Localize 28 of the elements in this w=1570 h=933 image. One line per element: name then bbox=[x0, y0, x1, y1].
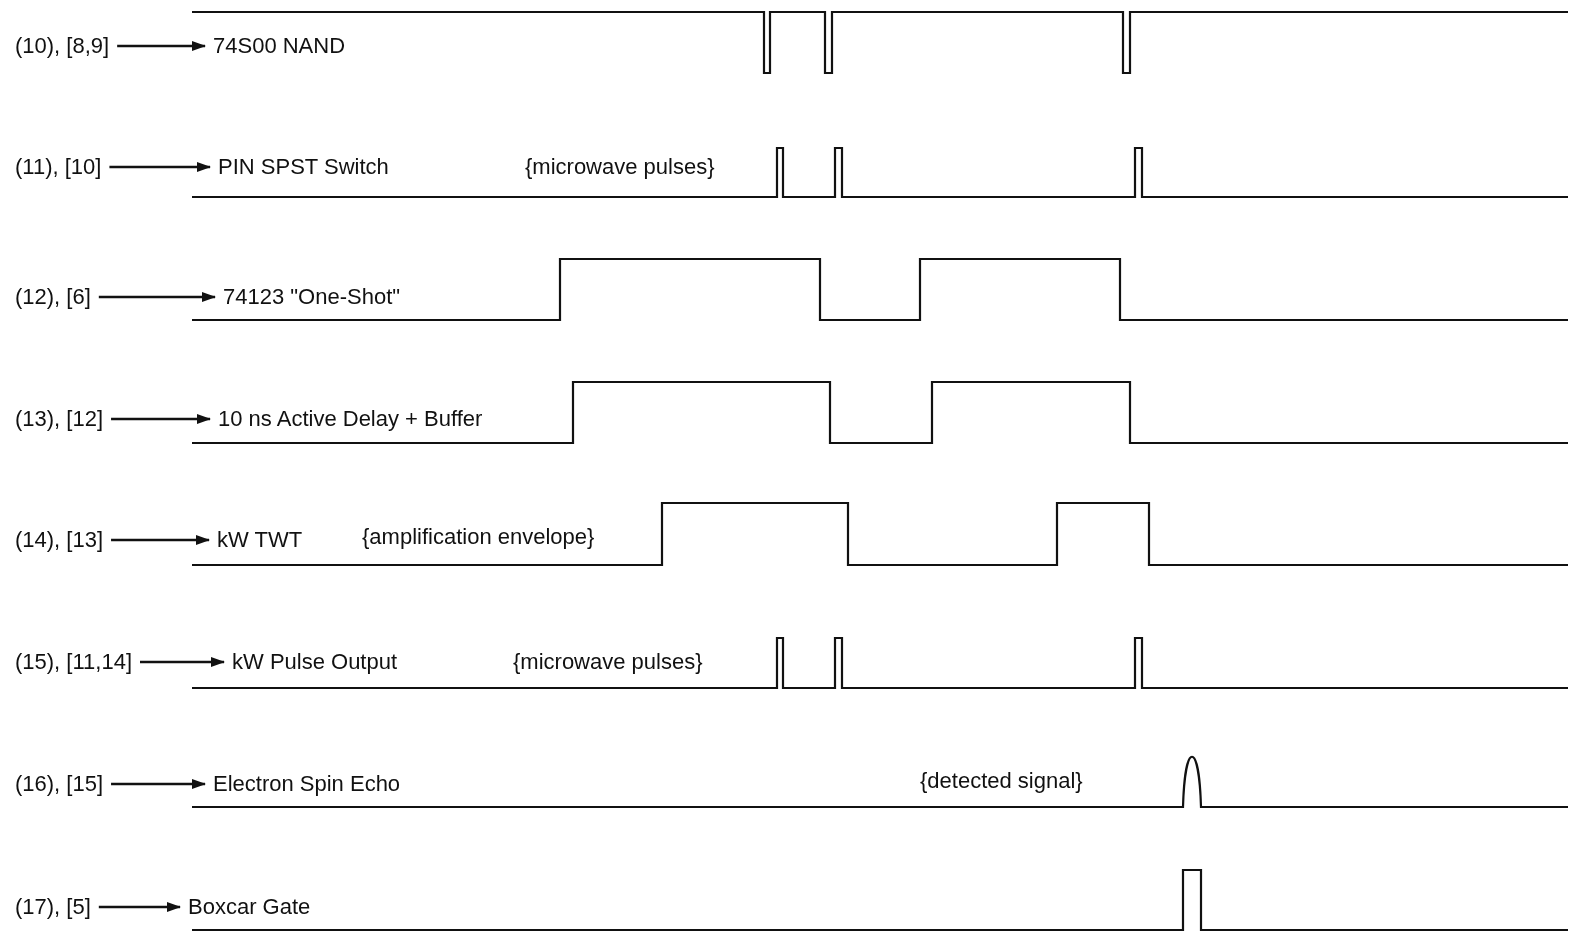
signal-name: 74123 "One-Shot" bbox=[223, 284, 401, 310]
arrow bbox=[111, 779, 206, 789]
signal-reference: (15), [11,14] bbox=[15, 649, 132, 675]
arrow bbox=[109, 162, 211, 172]
signal-name: 10 ns Active Delay + Buffer bbox=[218, 406, 483, 432]
signal-reference: (12), [6] bbox=[15, 284, 91, 310]
arrow bbox=[140, 657, 225, 667]
signal-name: PIN SPST Switch bbox=[218, 154, 389, 180]
arrow bbox=[98, 292, 216, 302]
arrow bbox=[111, 535, 210, 545]
signal-reference: (13), [12] bbox=[15, 406, 104, 432]
signal-name: kW TWT bbox=[217, 527, 303, 553]
signal-name: 74S00 NAND bbox=[213, 33, 346, 59]
annotation: {detected signal} bbox=[920, 768, 1083, 794]
signal-name: kW Pulse Output bbox=[232, 649, 398, 675]
arrow bbox=[117, 41, 206, 51]
arrow bbox=[98, 902, 181, 912]
signal-reference: (16), [15] bbox=[15, 771, 104, 797]
annotation: {amplification envelope} bbox=[362, 524, 595, 550]
signal-reference: (11), [10] bbox=[15, 154, 102, 180]
signal-reference: (10), [8,9] bbox=[15, 33, 110, 59]
signal-name: Electron Spin Echo bbox=[213, 771, 401, 797]
signal-reference: (17), [5] bbox=[15, 894, 91, 920]
arrow bbox=[111, 414, 211, 424]
signal-name: Boxcar Gate bbox=[188, 894, 311, 920]
signal-reference: (14), [13] bbox=[15, 527, 104, 553]
annotation: {microwave pulses} bbox=[525, 154, 715, 180]
annotation: {microwave pulses} bbox=[513, 649, 703, 675]
